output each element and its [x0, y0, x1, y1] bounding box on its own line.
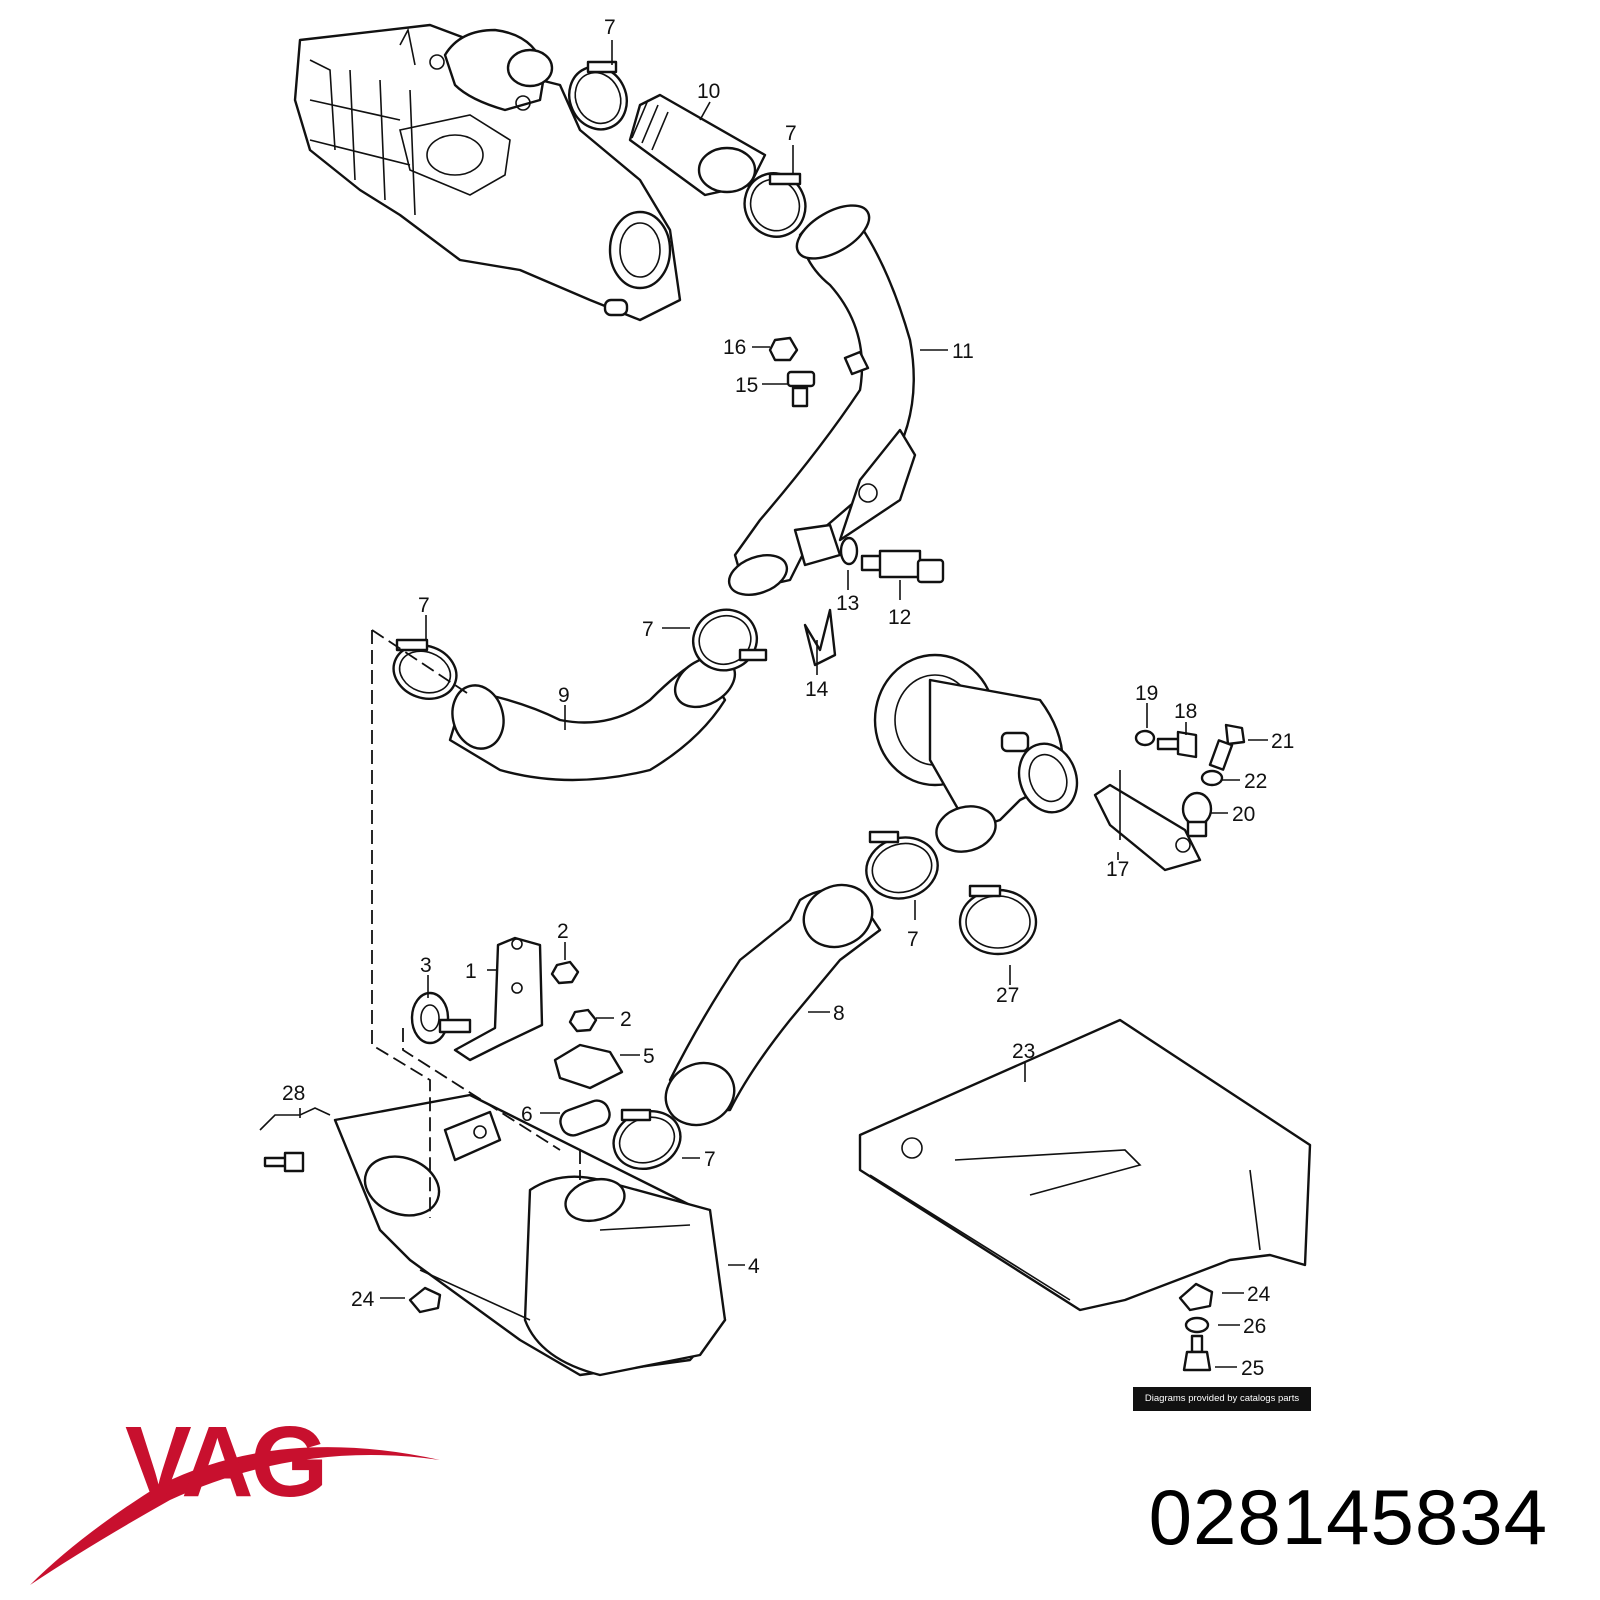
clip-24-left [408, 1286, 442, 1314]
callout-17: 17 [1106, 858, 1129, 881]
callout-14: 14 [805, 678, 829, 701]
callout-3: 3 [420, 954, 432, 977]
bolt-18 [1156, 730, 1198, 759]
callout-13: 13 [836, 592, 859, 615]
callout-labels: 7 10 7 11 16 15 13 12 7 7 14 9 19 18 21 … [282, 16, 1294, 1380]
clamp-7-lower [612, 1108, 682, 1170]
callout-7: 7 [604, 16, 616, 39]
callout-15: 15 [735, 374, 758, 397]
callout-7: 7 [907, 928, 919, 951]
callout-7: 7 [642, 618, 654, 641]
clamp-7-upper [692, 608, 768, 672]
callout-16: 16 [723, 336, 746, 359]
callout-28: 28 [282, 1082, 305, 1105]
sensor-28 [259, 1107, 331, 1173]
clip-5 [553, 1043, 624, 1090]
turbocharger [873, 653, 1079, 853]
clamp-7-top [568, 60, 628, 131]
clip-24-right [1178, 1282, 1214, 1312]
bracket-17 [1093, 770, 1202, 872]
mount-20 [1181, 791, 1213, 838]
callout-4: 4 [748, 1255, 760, 1278]
callout-26: 26 [1243, 1315, 1266, 1338]
assembly-lines [371, 629, 581, 1218]
washer-13 [839, 536, 859, 566]
sleeve-6 [559, 1099, 611, 1137]
credit-text: Diagrams provided by catalogs parts [1144, 1393, 1300, 1404]
vag-logo-swoosh [30, 1447, 440, 1585]
bolt-15 [786, 370, 816, 408]
intercooler-4 [333, 1093, 727, 1377]
callout-9: 9 [558, 684, 570, 707]
pipe-11 [727, 204, 917, 596]
sensor-12 [860, 549, 945, 584]
callout-12: 12 [888, 606, 911, 629]
credit-banner: Diagrams provided by catalogs parts [1133, 1387, 1311, 1411]
intake-manifold [293, 23, 682, 322]
callout-24: 24 [351, 1288, 375, 1311]
callout-22: 22 [1244, 770, 1267, 793]
callout-27: 27 [996, 984, 1019, 1007]
callout-2: 2 [620, 1008, 632, 1031]
callout-8: 8 [833, 1002, 845, 1025]
hose-9 [448, 655, 737, 782]
washer-26 [1184, 1316, 1210, 1334]
washer-22 [1200, 769, 1224, 787]
callout-21: 21 [1271, 730, 1294, 753]
callout-5: 5 [643, 1045, 655, 1068]
callout-1: 1 [465, 960, 477, 983]
callout-7: 7 [704, 1148, 716, 1171]
clamp-27 [958, 884, 1038, 956]
callout-24: 24 [1247, 1283, 1271, 1306]
hose-8 [664, 883, 882, 1127]
callout-10: 10 [697, 80, 720, 103]
bracket-1 [453, 936, 544, 1062]
bolt-25 [1182, 1334, 1212, 1372]
callout-25: 25 [1241, 1357, 1264, 1380]
callout-23: 23 [1012, 1040, 1035, 1063]
washer-19 [1134, 729, 1156, 747]
callout-6: 6 [521, 1103, 533, 1126]
bolt-21 [1208, 723, 1246, 771]
nut-2-mid [568, 1008, 598, 1033]
clamp-7-right [865, 830, 939, 900]
callout-11: 11 [952, 340, 974, 363]
mount-3 [410, 991, 472, 1045]
clamp-7-left [392, 638, 458, 700]
callout-18: 18 [1174, 700, 1197, 723]
part-number: 028145834 [1148, 1473, 1548, 1561]
leader-lines [380, 40, 1268, 1368]
nut-16 [768, 336, 799, 362]
callout-19: 19 [1135, 682, 1158, 705]
clip-14 [803, 608, 837, 667]
callout-2: 2 [557, 920, 569, 943]
callout-7: 7 [418, 594, 430, 617]
air-duct-23 [858, 1018, 1312, 1312]
hose-10 [628, 93, 767, 197]
nut-2-top [550, 960, 580, 985]
callout-7: 7 [785, 122, 797, 145]
clamp-7-mid [743, 172, 807, 238]
callout-20: 20 [1232, 803, 1255, 826]
vag-logo-text: VAG [125, 1406, 328, 1518]
